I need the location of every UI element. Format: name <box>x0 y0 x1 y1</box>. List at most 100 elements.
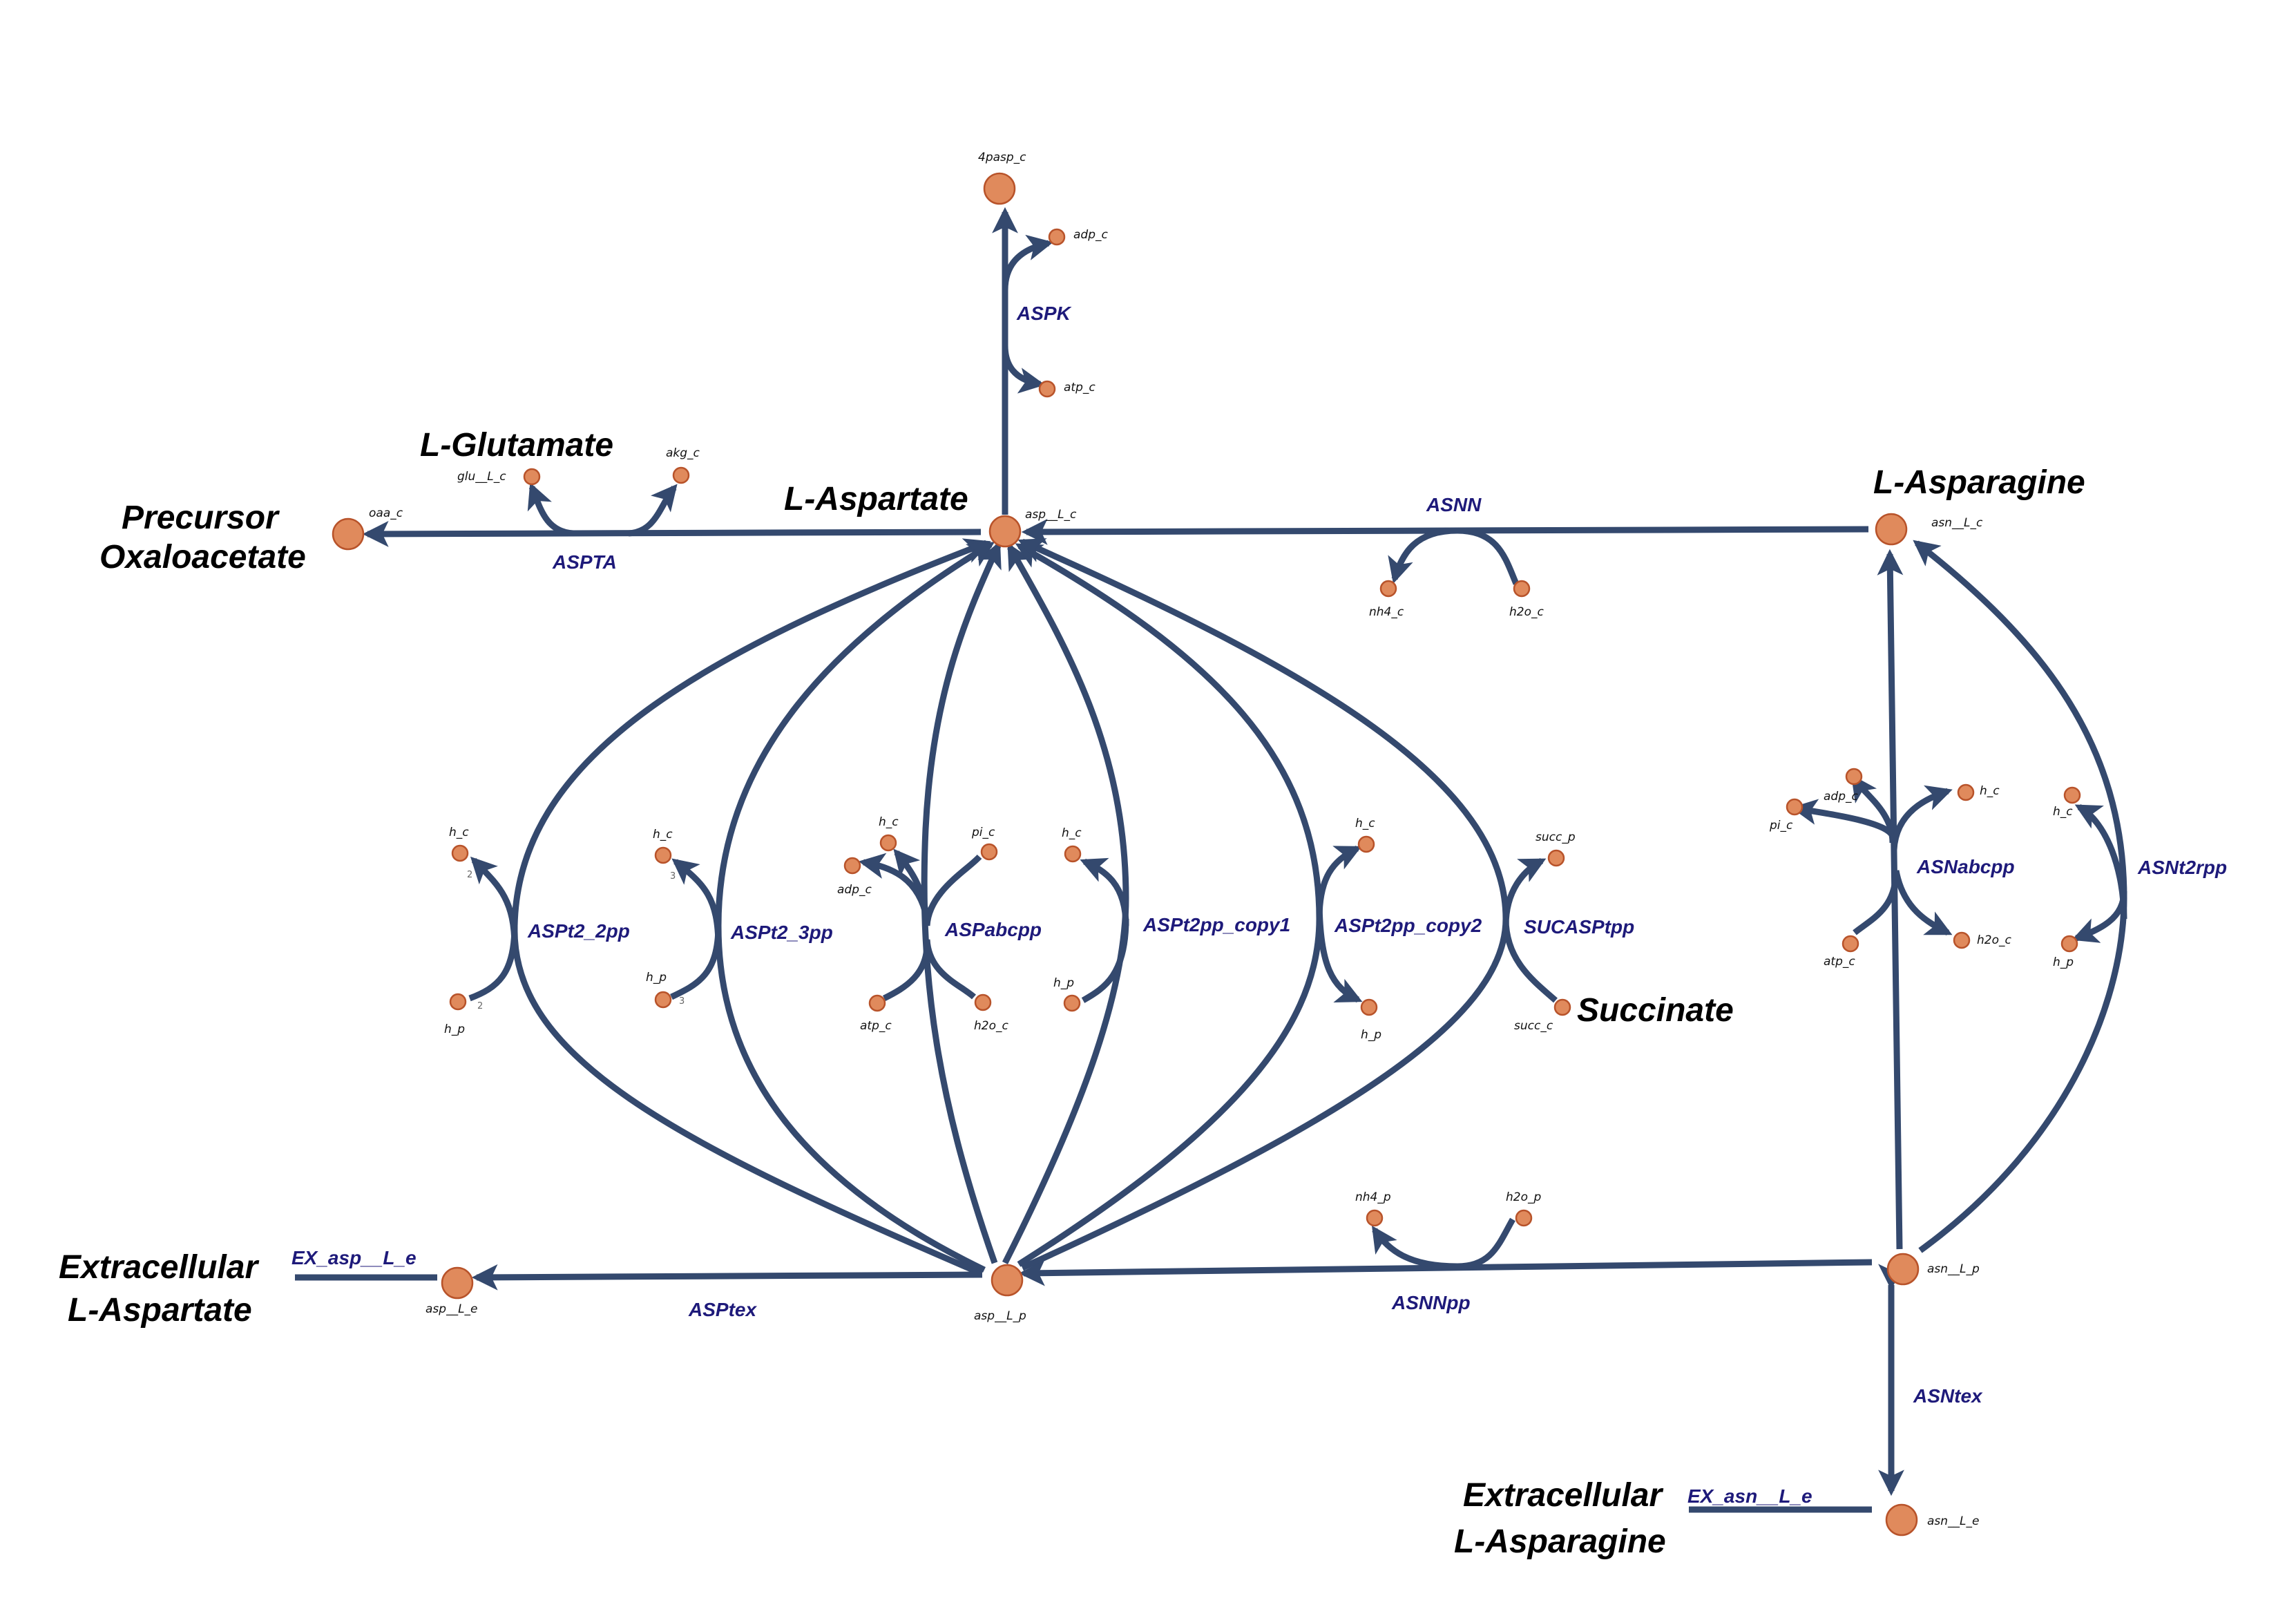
label-asn-c: asn__L_c <box>1931 516 1983 530</box>
reaction-asnt2rpp[interactable]: ASNt2rpp <box>2137 857 2227 878</box>
aspt2-3pp-edge[interactable] <box>715 542 995 1273</box>
node-succ-p[interactable] <box>1547 849 1565 867</box>
aspta-edge-glu[interactable] <box>527 482 574 537</box>
node-succ-c[interactable] <box>1553 998 1571 1016</box>
aspt2pp-copy1-edge[interactable] <box>1002 542 1129 1265</box>
node-pi-c-asnabc[interactable] <box>1786 798 1804 816</box>
asnabcpp-edge-h2o[interactable] <box>1893 870 1953 936</box>
node-asn-e[interactable] <box>1885 1503 1918 1537</box>
node-h-p-22[interactable] <box>449 993 467 1011</box>
reaction-aspt2pp-copy1[interactable]: ASPt2pp_copy1 <box>1142 914 1290 935</box>
node-h-p-cp2[interactable] <box>1360 998 1378 1016</box>
node-h-c-asnt2[interactable] <box>2063 786 2081 804</box>
node-h-c-22[interactable] <box>451 844 469 862</box>
node-h-c-cp1[interactable] <box>1064 845 1082 863</box>
reaction-aspabcpp[interactable]: ASPabcpp <box>944 919 1042 940</box>
aspabcpp-edge-pi[interactable] <box>924 854 982 926</box>
node-atp-c-asnabc[interactable] <box>1841 935 1859 953</box>
asnabcpp-edge-hc[interactable] <box>1891 785 1953 850</box>
node-adp-c-abc[interactable] <box>843 857 861 875</box>
reaction-aspt2-2pp[interactable]: ASPt2_2pp <box>527 920 630 942</box>
node-h2o-c-asnn[interactable] <box>1513 580 1531 598</box>
asnt2rpp-edge-hp[interactable] <box>2072 891 2127 943</box>
aspta-edge-akg[interactable] <box>628 484 678 537</box>
node-asn-c[interactable] <box>1875 513 1908 546</box>
reaction-ex-asn[interactable]: EX_asn__L_e <box>1687 1485 1812 1507</box>
reaction-sucasptpp[interactable]: SUCASPtpp <box>1524 916 1634 938</box>
node-h-c-23[interactable] <box>654 846 672 864</box>
aspabcpp-edge[interactable] <box>921 541 1002 1264</box>
node-asp-e[interactable] <box>441 1266 474 1300</box>
node-pi-c-abc[interactable] <box>980 843 998 861</box>
asptex-edge[interactable] <box>471 1264 983 1291</box>
node-h-p-asnt2[interactable] <box>2060 935 2078 953</box>
aspt2pp-copy2-edge-hp[interactable] <box>1316 897 1363 1003</box>
node-h2o-c-asnabc[interactable] <box>1953 931 1971 949</box>
node-h2o-c-abc[interactable] <box>974 993 992 1011</box>
asnn-edge-h2o[interactable] <box>1457 527 1520 585</box>
reaction-aspk[interactable]: ASPK <box>1016 303 1072 324</box>
reaction-aspt2pp-copy2[interactable]: ASPt2pp_copy2 <box>1334 915 1482 936</box>
asnt2rpp-edge[interactable] <box>1913 540 2127 1253</box>
label-h-c-asnt2: h_c <box>2053 805 2073 819</box>
node-akg-c[interactable] <box>672 466 690 484</box>
reaction-asntex[interactable]: ASNtex <box>1913 1385 1983 1407</box>
aspt2pp-copy2-edge-hc[interactable] <box>1316 845 1362 920</box>
node-h-c-cp2[interactable] <box>1357 835 1375 853</box>
node-nh4-c[interactable] <box>1379 580 1397 598</box>
node-h-p-cp1[interactable] <box>1063 994 1081 1012</box>
node-asp-p[interactable] <box>991 1264 1024 1297</box>
node-atp-c-aspk[interactable] <box>1038 380 1056 398</box>
aspt2-2pp-edge[interactable] <box>511 538 991 1277</box>
reaction-labels: ASPK ASPTA ASNN ASPt2_2pp ASPt2_3pp ASPa… <box>291 303 2227 1507</box>
node-h-c-abc[interactable] <box>879 834 897 852</box>
sucasptpp-edge-succp[interactable] <box>1502 858 1547 926</box>
aspt2-2pp-edge-hc[interactable] <box>470 856 518 947</box>
reaction-asnabcpp[interactable]: ASNabcpp <box>1916 856 2015 877</box>
aspk-edge-adp[interactable] <box>1002 234 1054 291</box>
aspta-edge-main[interactable] <box>362 520 982 547</box>
reaction-asptex[interactable]: ASPtex <box>688 1299 757 1320</box>
node-adp-c-aspk[interactable] <box>1048 228 1066 246</box>
node-h-p-23[interactable] <box>654 991 672 1009</box>
label-adp-c-abc: adp_c <box>837 883 872 897</box>
reaction-asnnpp[interactable]: ASNNpp <box>1391 1292 1471 1313</box>
aspt2-2pp-edge-hp[interactable] <box>468 925 518 1002</box>
node-adp-c-asnabc[interactable] <box>1845 768 1863 786</box>
asnn-edge-nh4[interactable] <box>1388 527 1458 584</box>
asnabcpp-edge-pi[interactable] <box>1790 799 1896 838</box>
asnabcpp-edge-atp[interactable] <box>1853 870 1900 935</box>
sucasptpp-edge[interactable] <box>1017 538 1509 1271</box>
node-nh4-p[interactable] <box>1366 1209 1384 1227</box>
node-glu-c[interactable] <box>523 468 541 486</box>
label-glu-c: glu__L_c <box>457 470 506 484</box>
reaction-aspt2-3pp[interactable]: ASPt2_3pp <box>730 922 833 943</box>
label-asp-e: asp__L_e <box>425 1302 478 1316</box>
label-h-c-asnabc: h_c <box>1980 784 2000 798</box>
node-h2o-p[interactable] <box>1515 1209 1533 1227</box>
node-asn-p[interactable] <box>1886 1253 1920 1286</box>
metabolite-labels: 4pasp_c adp_c atp_c glu__L_c akg_c oaa_c… <box>369 151 2074 1528</box>
node-4pasp-c[interactable] <box>983 172 1016 205</box>
aspabcpp-edge-h2o[interactable] <box>924 939 977 1000</box>
reaction-ex-asp[interactable]: EX_asp__L_e <box>291 1247 417 1268</box>
node-atp-c-abc[interactable] <box>868 994 886 1012</box>
aspt2-3pp-edge-hp[interactable] <box>670 925 722 1000</box>
node-asp-c[interactable] <box>988 515 1022 548</box>
node-h-c-asnabc[interactable] <box>1957 783 1975 801</box>
aspabcpp-edge-adp[interactable] <box>858 853 930 920</box>
aspt2pp-copy1-edge-hp[interactable] <box>1081 918 1129 1003</box>
label-asp-p: asp__L_p <box>974 1309 1026 1323</box>
aspabcpp-edge-atp[interactable] <box>882 939 930 1002</box>
node-oaa-c[interactable] <box>332 517 365 551</box>
aspk-edge-atp[interactable] <box>1002 345 1046 394</box>
asnnpp-edge-h2o[interactable] <box>1457 1217 1515 1270</box>
coef-aspt2-2pp-hp: 2 <box>477 1001 483 1011</box>
aspt2pp-copy1-edge-hc[interactable] <box>1080 857 1129 926</box>
reaction-asnn[interactable]: ASNN <box>1426 494 1482 515</box>
asnabcpp-edge[interactable] <box>1877 549 1904 1250</box>
sucasptpp-edge-succc[interactable] <box>1502 918 1558 1003</box>
aspt2-3pp-edge-hc[interactable] <box>671 858 722 947</box>
reaction-aspta[interactable]: ASPTA <box>552 551 617 573</box>
asnnpp-edge-nh4[interactable] <box>1372 1226 1458 1270</box>
